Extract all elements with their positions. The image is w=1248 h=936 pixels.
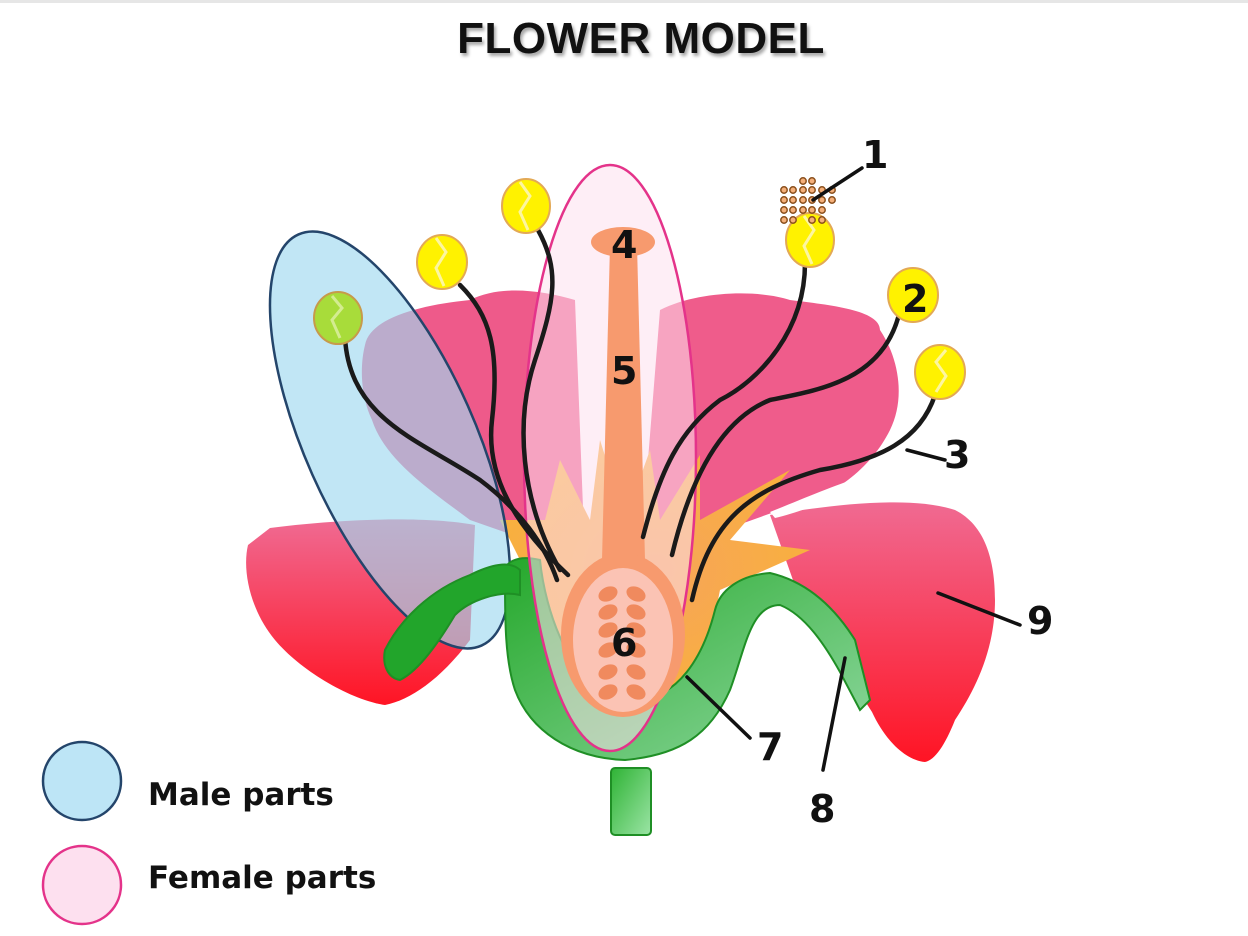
pollen-grain: [799, 196, 807, 204]
legend-label-male: Male parts: [148, 777, 334, 813]
pollen-grain: [808, 177, 816, 185]
pollen-grains: [780, 177, 836, 224]
pollen-grain: [780, 216, 788, 224]
label-3-filament: 3: [944, 433, 970, 477]
pollen-grain: [799, 186, 807, 194]
pollen-grain: [789, 206, 797, 214]
legend-swatch-male: [41, 740, 123, 822]
ovule: [626, 586, 646, 602]
label-2-anther: 2: [902, 277, 928, 321]
pollen-grain: [789, 186, 797, 194]
style: [602, 245, 645, 560]
label-9-petal: 9: [1027, 599, 1053, 643]
pollen-grain: [808, 186, 816, 194]
stem: [610, 767, 652, 836]
petal-gap: [770, 478, 858, 518]
top-border: [0, 0, 1248, 3]
filament: [669, 315, 901, 558]
ovule: [598, 642, 618, 658]
legend: Male parts Female parts: [41, 740, 376, 926]
leader-line-8: [821, 656, 847, 772]
ovule: [598, 604, 618, 620]
pollen-grain: [818, 196, 826, 204]
anthers: [313, 178, 966, 400]
anther: [914, 344, 966, 400]
filament: [640, 260, 808, 540]
leader-line-7: [685, 675, 752, 740]
ovule: [626, 684, 646, 700]
pollen-grain: [828, 196, 836, 204]
label-4-stigma: 4: [611, 223, 637, 267]
ovary: [573, 568, 673, 712]
filament: [521, 227, 563, 573]
legend-swatch-female: [41, 844, 123, 926]
ovule: [598, 684, 618, 700]
pollen-grain: [818, 206, 826, 214]
pollen-grain: [799, 177, 807, 185]
anther: [887, 267, 939, 323]
ovule: [626, 622, 646, 638]
leader-line-3: [905, 448, 947, 462]
sepal-left: [383, 563, 521, 682]
anther: [416, 234, 468, 290]
anther: [313, 291, 363, 345]
filaments: [342, 227, 938, 603]
pollen-grain: [780, 196, 788, 204]
legend-label-female: Female parts: [148, 860, 376, 896]
back-petal-right: [640, 293, 899, 560]
pollen-grain: [780, 206, 788, 214]
pollen-grain: [818, 216, 826, 224]
filament: [689, 392, 938, 603]
petal-right: [770, 502, 995, 762]
ovules: [598, 586, 646, 700]
leader-line-1: [811, 166, 864, 202]
ovule: [626, 604, 646, 620]
ovule: [626, 642, 646, 658]
pollen-grain: [780, 186, 788, 194]
diagram-title: FLOWER MODEL: [457, 14, 825, 63]
leader-line-9: [936, 591, 1022, 627]
stigma: [591, 227, 655, 257]
label-6-ovary: 6: [611, 621, 637, 665]
ovule: [598, 622, 618, 638]
label-1-anther-pollen: 1: [862, 133, 888, 177]
pollen-grain: [799, 206, 807, 214]
label-7-receptacle: 7: [757, 725, 783, 769]
filament: [457, 282, 571, 578]
pollen-grain: [789, 216, 797, 224]
pollen-grain: [808, 216, 816, 224]
pollen-grain: [789, 196, 797, 204]
ovule: [598, 664, 618, 680]
ovule: [626, 664, 646, 680]
anther: [501, 178, 551, 234]
leader-lines: [685, 166, 1022, 772]
label-5-style: 5: [611, 349, 637, 393]
label-8-sepal: 8: [809, 787, 835, 831]
pollen-grain: [808, 206, 816, 214]
ovule: [598, 586, 618, 602]
